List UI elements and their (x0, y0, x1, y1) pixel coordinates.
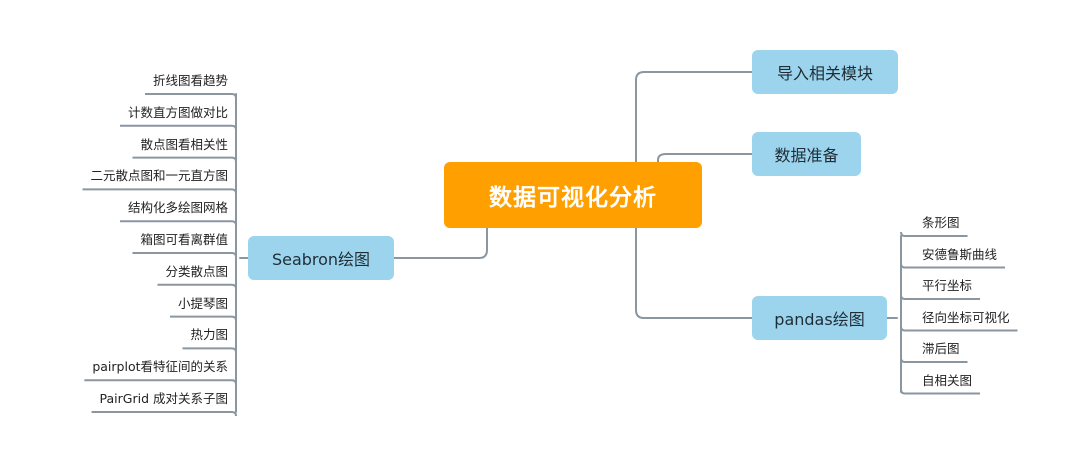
branch-import-modules[interactable]: 导入相关模块 (752, 50, 898, 94)
pandas-leaf-connector (900, 389, 981, 395)
pandas-leaf[interactable]: 平行坐标 (922, 278, 973, 293)
seaborn-leaf-connector (157, 283, 237, 289)
root-node[interactable]: 数据可视化分析 (444, 162, 702, 228)
seaborn-leaf[interactable]: 箱图可看离群值 (140, 232, 228, 247)
seaborn-leaf[interactable]: 散点图看相关性 (140, 136, 228, 152)
pandas-leaf[interactable]: 自相关图 (922, 372, 973, 388)
pandas-leaf-connector (900, 294, 981, 300)
seaborn-leaf[interactable]: pairplot看特征间的关系 (92, 359, 228, 375)
seaborn-leaf-connector (119, 220, 237, 226)
pandas-leaf[interactable]: 安德鲁斯曲线 (922, 246, 998, 262)
seaborn-leaf[interactable]: 计数直方图做对比 (127, 104, 228, 120)
seaborn-leaf-connector (132, 252, 237, 258)
seaborn-leaf-connector (144, 93, 237, 99)
pandas-leaf[interactable]: 条形图 (922, 215, 960, 230)
seaborn-leaf-connector (84, 379, 237, 385)
seaborn-leaf-connector (91, 411, 237, 417)
seaborn-leaf[interactable]: 结构化多绘图网格 (127, 200, 228, 216)
pandas-leaf[interactable]: 滞后图 (922, 341, 960, 356)
seaborn-leaf-connector (119, 124, 237, 130)
seaborn-leaf[interactable]: 分类散点图 (165, 263, 228, 279)
pandas-leaf[interactable]: 径向坐标可视化 (922, 309, 1010, 325)
seaborn-leaf-connector (182, 347, 237, 353)
seaborn-leaf[interactable]: 热力图 (190, 327, 228, 343)
seaborn-leaf[interactable]: 小提琴图 (177, 295, 228, 311)
pandas-leaf-connector (900, 263, 1006, 269)
seaborn-leaf-connector (82, 188, 237, 194)
seaborn-leaf[interactable]: 折线图看趋势 (152, 73, 228, 88)
seaborn-leaf-connector (132, 156, 237, 162)
pandas-leaf-connector (900, 357, 968, 363)
pandas-leaf-connector (900, 231, 968, 237)
branch-data-prep[interactable]: 数据准备 (752, 132, 861, 176)
seaborn-leaf-connector (169, 315, 237, 321)
branch-pandas[interactable]: pandas绘图 (752, 296, 887, 340)
branch-seaborn[interactable]: Seabron绘图 (248, 236, 394, 280)
seaborn-leaf[interactable]: PairGrid 成对关系子图 (99, 391, 228, 406)
pandas-leaf-connector (900, 326, 1018, 332)
seaborn-leaf[interactable]: 二元散点图和一元直方图 (90, 168, 228, 184)
